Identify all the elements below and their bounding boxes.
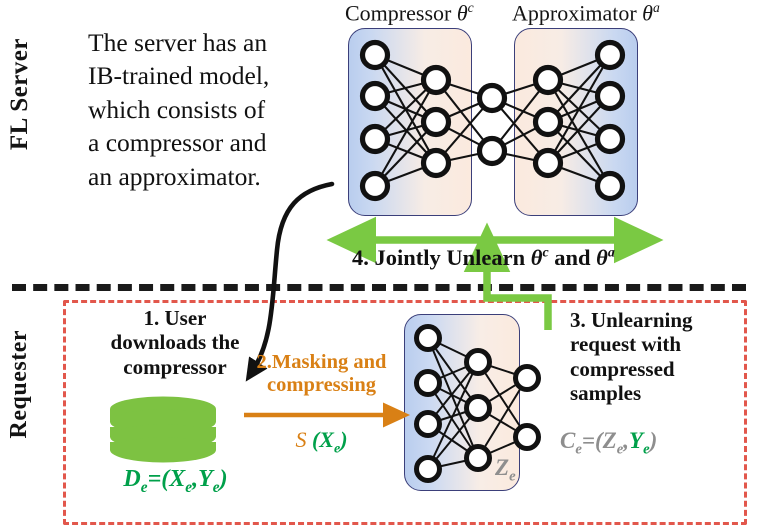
ce-c: C <box>560 428 576 453</box>
top-network-nodes <box>359 39 626 202</box>
ce-eq: =(Z <box>581 428 617 453</box>
step-2-line-2: compressing <box>267 374 376 397</box>
curved-arrow-icon <box>245 181 335 382</box>
requester-boundary-box <box>63 300 747 525</box>
top-network-edges <box>374 54 611 187</box>
step-2-caption: 2.Masking and compressing <box>234 351 409 398</box>
de-comma: ,Y <box>192 466 213 492</box>
elbow-arrow-icon <box>463 222 552 330</box>
compressor-theta-superscript: c <box>467 0 474 15</box>
step-2-line-1: 2.Masking and <box>256 351 387 373</box>
step-4-theta-a-sup: a <box>607 245 615 261</box>
step-4-and: and <box>554 245 591 270</box>
approximator-theta-superscript: a <box>652 0 660 15</box>
step-3-line-4: samples <box>570 381 642 406</box>
step-1-caption: 1. User downloads the compressor <box>80 306 270 379</box>
ze-sub: e <box>509 468 516 485</box>
compressor-theta: θ <box>456 0 468 26</box>
step-3-line-2: request with <box>570 332 682 357</box>
compressed-samples-formula: Ce=(Ze,Ye) <box>560 428 657 459</box>
bottom-network-nodes <box>414 324 541 483</box>
step-4-theta-c: θ <box>530 245 543 270</box>
s-open: (X <box>306 427 334 452</box>
ce-sub: e <box>575 441 582 458</box>
server-text-line-1: The server has an <box>88 28 268 57</box>
step-4-theta-c-sup: c <box>542 245 549 261</box>
de-sub2: e <box>185 478 193 496</box>
step-1-line-2: downloads the <box>110 330 240 355</box>
ce-comma: , <box>623 428 630 453</box>
ce-y: Y <box>629 428 644 453</box>
s-symbol: S <box>295 427 307 452</box>
approximator-theta: θ <box>642 0 653 26</box>
latent-representation-label: Ze <box>495 455 516 486</box>
s-sub: e <box>333 440 341 457</box>
de-sub: e <box>140 478 148 496</box>
server-text-line-4: a compressor and <box>88 128 267 158</box>
approximator-title: Approximator θa <box>512 0 660 26</box>
ce-close: ) <box>649 428 658 453</box>
de-close: ) <box>219 466 228 492</box>
ce-sub2: e <box>616 441 624 458</box>
masking-function-formula: S (Xe) <box>234 427 409 457</box>
ce-sub3: e <box>643 441 650 458</box>
server-text-line-5: an approximator. <box>88 161 261 191</box>
local-dataset-formula: De=(Xe,Ye) <box>78 466 273 497</box>
ze-z: Z <box>495 455 510 480</box>
step-3-line-1: 3. Unlearning <box>570 308 693 332</box>
de-sub3: e <box>212 478 220 496</box>
compressor-title-text: Compressor <box>345 0 452 26</box>
step-3-line-3: compressed <box>570 356 675 381</box>
step-1-line-3: compressor <box>123 354 227 379</box>
server-text-line-2: IB-trained model, <box>88 61 270 91</box>
server-text-line-3: which consists of <box>88 94 266 124</box>
step-3-caption: 3. Unlearning request with compressed sa… <box>570 308 740 405</box>
de-eq: =(X <box>147 466 186 492</box>
step-1-line-1: 1. User <box>143 306 207 330</box>
de-d: D <box>123 466 141 492</box>
database-cylinder-icon <box>108 396 218 464</box>
section-divider <box>12 284 746 291</box>
step-4-caption: 4. Jointly Unlearn θc and θa <box>352 245 615 271</box>
step-4-text: 4. Jointly Unlearn <box>352 245 526 270</box>
compressor-title: Compressor θc <box>345 0 474 26</box>
approximator-title-text: Approximator <box>512 0 637 26</box>
step-4-theta-a: θ <box>596 245 608 270</box>
s-close: ) <box>340 427 348 452</box>
server-description-text: The server has an IB-trained model, whic… <box>88 26 338 193</box>
